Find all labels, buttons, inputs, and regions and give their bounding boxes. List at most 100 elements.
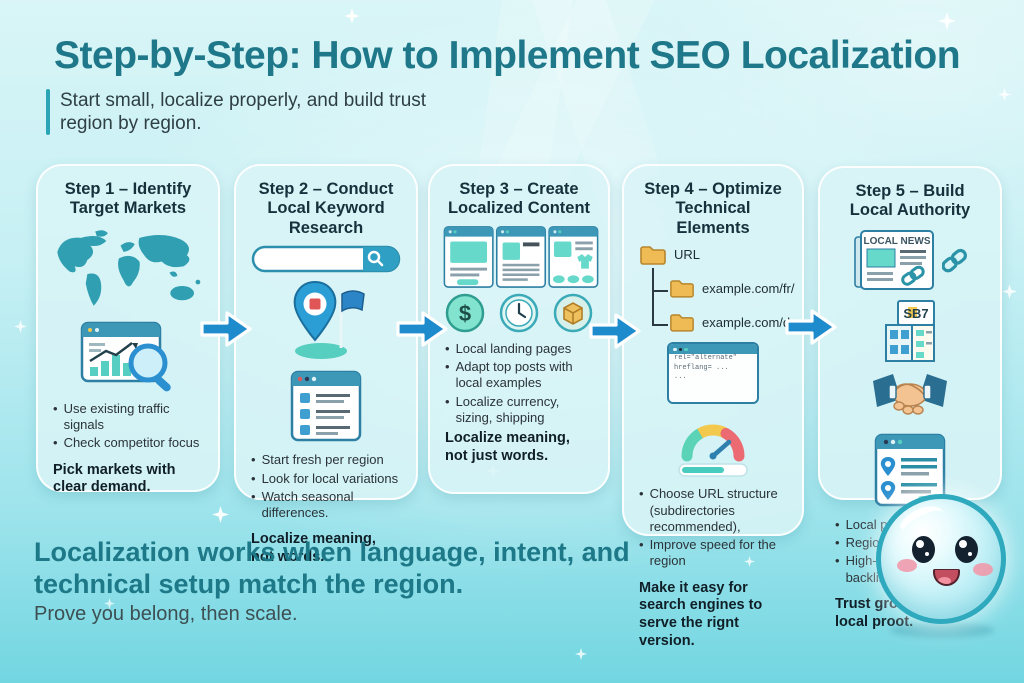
mascot-left-cheek (897, 559, 917, 572)
svg-text:$: $ (459, 301, 471, 326)
bullet-dot: • (53, 400, 58, 416)
chain-link-icon (942, 248, 967, 273)
sparkle-icon (212, 506, 229, 523)
bullet-dot: • (835, 535, 840, 551)
mascot-mouth (933, 569, 960, 586)
world-map-icon (57, 230, 201, 306)
folder-row-fr: example.com/fr/ (669, 278, 794, 298)
step-card-2: Step 2 – Conduct Local Keyword Research (234, 164, 418, 565)
handshake-icon (873, 373, 947, 415)
flow-arrow-icon (589, 313, 641, 349)
folder-icon (670, 314, 694, 332)
directory-listing-icon (874, 433, 946, 507)
hreflang-code-window-icon: rel="alternate" hreflang= ... ... (667, 342, 759, 405)
analytics-magnifier-icon (80, 321, 171, 392)
bullet-text: Local landing pages (455, 340, 572, 356)
speed-gauge-icon (678, 424, 748, 478)
svg-text:LOCAL NEWS: LOCAL NEWS (863, 236, 930, 247)
flow-arrow-icon (200, 311, 252, 347)
window-dot (673, 347, 677, 352)
bullet-text: Use existing traffic signals (63, 400, 170, 433)
footer-headline: Localization works when language, intent… (34, 537, 630, 600)
mascot-right-eye (955, 536, 978, 563)
bullet-dot: • (445, 340, 450, 356)
location-pin-flag-icon (293, 281, 365, 360)
mascot-tongue (938, 577, 951, 584)
step-title: Step 4 – Optimize Technical Elements (644, 180, 782, 237)
sparkle-icon (998, 88, 1011, 101)
step-card-1: Step 1 – Identify Target Markets (36, 164, 220, 495)
browser-windows-icon (443, 226, 599, 288)
code-line: rel="alternate" (674, 354, 738, 363)
eye-glint (959, 540, 967, 548)
folder-label: example.com/de (702, 314, 798, 330)
folder-icon (670, 280, 694, 298)
bullet-text: Look for local variations (261, 470, 399, 486)
folder-row-de: example.com/de (669, 312, 797, 332)
bullet-text: Check competitor focus (63, 435, 200, 451)
local-business-building-icon: SB7 (885, 299, 935, 362)
window-dot (684, 347, 688, 352)
folder-row-root: URL (639, 244, 701, 266)
step-bullets: • Choose URL structure (subdirectories re… (637, 486, 789, 569)
subtitle-block: Start small, localize properly, and buil… (46, 89, 480, 135)
sparkle-icon (938, 12, 956, 30)
bullet-dot: • (835, 553, 840, 569)
bullet-dot: • (445, 359, 450, 375)
step-bullets: • Local landing pages • Adapt top posts wi… (443, 341, 595, 426)
bullet-dot: • (251, 488, 256, 504)
flow-arrow-icon (396, 311, 448, 347)
bullet-text: Choose URL structure (subdirectories rec… (649, 486, 778, 534)
window-dot (678, 347, 682, 352)
window-header (669, 344, 757, 355)
subtitle-accent-bar (46, 89, 50, 135)
code-line: hreflang= ... (674, 363, 729, 372)
newspaper-icon: LOCAL NEWS (854, 229, 934, 290)
bubble-mascot (876, 494, 1006, 624)
folder-label: example.com/fr/ (702, 280, 795, 296)
bullet-text: Adapt top posts with local examples (455, 359, 573, 391)
bullet-dot: • (445, 393, 450, 409)
mascot-right-cheek (973, 563, 993, 576)
step-title: Step 2 – Conduct Local Keyword Research (258, 180, 394, 237)
sparkle-icon (575, 648, 587, 660)
currency-coin-icon: $ (445, 293, 485, 333)
bullet-dot: • (639, 537, 644, 553)
bullet-text: Localize currency, sizing, shipping (455, 393, 560, 425)
bullet-dot: • (639, 486, 644, 502)
bubble-shadow (890, 622, 994, 638)
eye-glint (925, 552, 929, 556)
search-bar-icon (251, 246, 401, 273)
step-card-4: Step 4 – Optimize Technical Elements URL… (622, 164, 804, 649)
url-folder-tree: URL example.com/fr/ example.com/de (639, 244, 797, 336)
package-box-icon (553, 293, 593, 333)
step-summary: Pick markets with clear demand. (53, 461, 176, 496)
flow-arrow-icon (785, 309, 837, 345)
step-summary: Localize meaning, not just words. (445, 430, 570, 464)
step-title: Step 5 – Build Local Authority (849, 182, 971, 220)
sparkle-icon (1002, 284, 1017, 299)
step-title: Step 3 – Create Localized Content (447, 180, 591, 218)
sparkle-icon (344, 8, 360, 24)
page-title: Step-by-Step: How to Implement SEO Local… (54, 34, 961, 77)
eye-glint (916, 540, 924, 548)
step-summary: Localize meaning, not words. (251, 531, 376, 566)
step-summary: Make it easy for search engines to serve… (639, 579, 763, 649)
folder-icon (640, 246, 666, 266)
code-line: ... (674, 372, 687, 381)
bullet-dot: • (835, 516, 840, 532)
svg-text:SB7: SB7 (903, 306, 928, 321)
step-card-5: Step 5 – Build Local Authority LOCAL NEW… (818, 166, 1002, 630)
bullet-text: Improve speed for the region (649, 537, 777, 569)
bullet-text: Watch seasonal differences. (261, 488, 354, 521)
step-bullets: •Start fresh per region •Look for local … (249, 452, 403, 521)
eye-glint (968, 552, 972, 556)
step-title: Step 1 – Identify Target Markets (64, 180, 192, 218)
step-bullets: •Use existing traffic signals •Check com… (51, 401, 205, 452)
clock-icon (499, 293, 539, 333)
subtitle-text: Start small, localize properly, and buil… (60, 90, 427, 135)
footer-subline: Prove you belong, then scale. (34, 603, 298, 625)
folder-label: URL (674, 247, 701, 263)
checklist-panel-icon (290, 371, 362, 442)
